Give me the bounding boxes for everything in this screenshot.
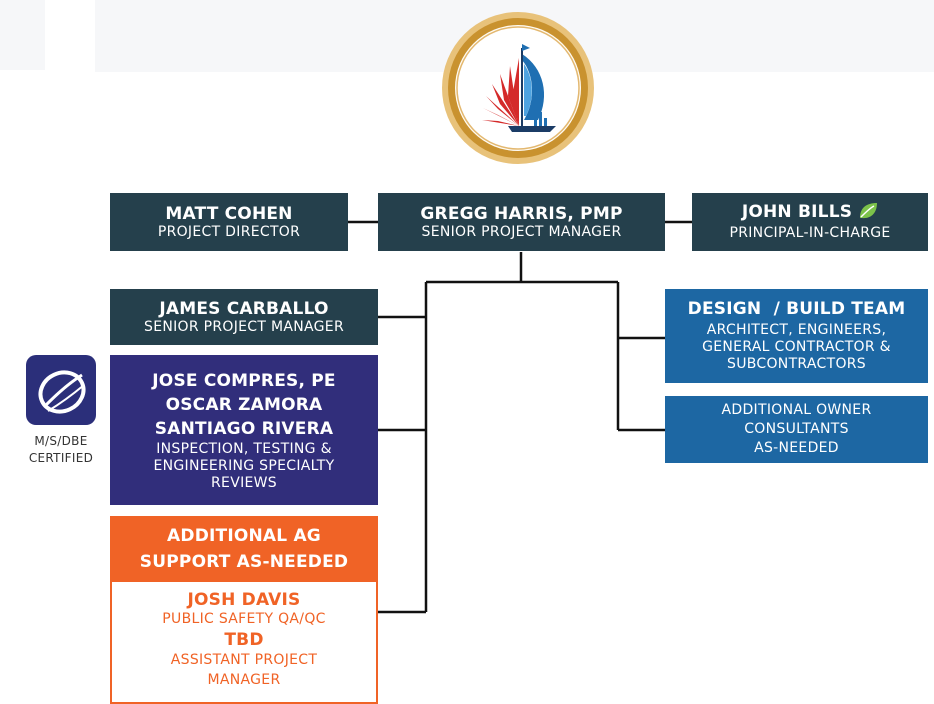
inspection-role-3: REVIEWS xyxy=(211,474,277,491)
design-build-box: DESIGN / BUILD TEAM ARCHITECT, ENGINEERS… xyxy=(665,289,928,383)
inspection-name-2: OSCAR ZAMORA xyxy=(165,394,323,415)
design-build-role-1: ARCHITECT, ENGINEERS, xyxy=(706,322,887,338)
owner-consultants-role-1: ADDITIONAL OWNER xyxy=(721,402,872,418)
josh-davis-role: PUBLIC SAFETY QA/QC xyxy=(162,611,326,627)
john-bills-name: JOHN BILLS xyxy=(741,202,853,222)
ag-members-box: JOSH DAVIS PUBLIC SAFETY QA/QC TBD ASSIS… xyxy=(110,582,378,704)
james-carballo-name: JAMES CARBALLO xyxy=(159,298,329,319)
msdbe-label: M/S/DBE CERTIFIED xyxy=(20,433,102,467)
inspection-team-box: JOSE COMPRES, PE OSCAR ZAMORA SANTIAGO R… xyxy=(110,355,378,505)
inspection-role-2: ENGINEERING SPECIALTY xyxy=(153,457,335,474)
james-carballo-role: SENIOR PROJECT MANAGER xyxy=(144,318,344,335)
background-panel-top xyxy=(0,0,45,70)
matt-cohen-role: PROJECT DIRECTOR xyxy=(157,223,301,240)
ag-support-line-2: SUPPORT AS-NEEDED xyxy=(139,552,349,572)
john-bills-box: JOHN BILLS PRINCIPAL-IN-CHARGE xyxy=(692,193,928,251)
owner-consultants-box: ADDITIONAL OWNER CONSULTANTS AS-NEEDED xyxy=(665,396,928,463)
gregg-harris-box: GREGG HARRIS, PMP SENIOR PROJECT MANAGER xyxy=(378,193,665,251)
james-carballo-box: JAMES CARBALLO SENIOR PROJECT MANAGER xyxy=(110,289,378,345)
msdbe-label-line-2: CERTIFIED xyxy=(28,451,94,465)
matt-cohen-box: MATT COHEN PROJECT DIRECTOR xyxy=(110,193,348,251)
john-bills-role: PRINCIPAL-IN-CHARGE xyxy=(729,225,891,241)
tbd-role-1: ASSISTANT PROJECT xyxy=(170,652,318,668)
design-build-name: DESIGN / BUILD TEAM xyxy=(687,299,906,319)
inspection-name-3: SANTIAGO RIVERA xyxy=(154,418,334,439)
tbd-name: TBD xyxy=(224,630,264,650)
ag-support-box: ADDITIONAL AG SUPPORT AS-NEEDED xyxy=(110,516,378,582)
gregg-harris-role: SENIOR PROJECT MANAGER xyxy=(421,223,622,240)
tbd-role-2: MANAGER xyxy=(207,672,281,688)
msdbe-label-line-1: M/S/DBE xyxy=(34,434,88,448)
city-seal-logo-icon xyxy=(438,8,598,168)
matt-cohen-name: MATT COHEN xyxy=(165,203,293,224)
design-build-role-2: GENERAL CONTRACTOR & xyxy=(702,339,891,355)
msdbe-logo-icon xyxy=(26,355,96,425)
msdbe-badge: M/S/DBE CERTIFIED xyxy=(20,355,102,467)
owner-consultants-role-2: CONSULTANTS xyxy=(744,421,849,437)
john-bills-name-row: JOHN BILLS xyxy=(742,202,878,225)
josh-davis-name: JOSH DAVIS xyxy=(187,590,301,610)
inspection-role-1: INSPECTION, TESTING & xyxy=(156,440,332,457)
ag-support-line-1: ADDITIONAL AG xyxy=(167,526,321,546)
gregg-harris-name: GREGG HARRIS, PMP xyxy=(420,203,623,224)
design-build-role-3: SUBCONTRACTORS xyxy=(727,356,866,372)
leaf-icon xyxy=(858,202,878,225)
owner-consultants-role-3: AS-NEEDED xyxy=(754,440,839,456)
inspection-name-1: JOSE COMPRES, PE xyxy=(152,370,336,391)
